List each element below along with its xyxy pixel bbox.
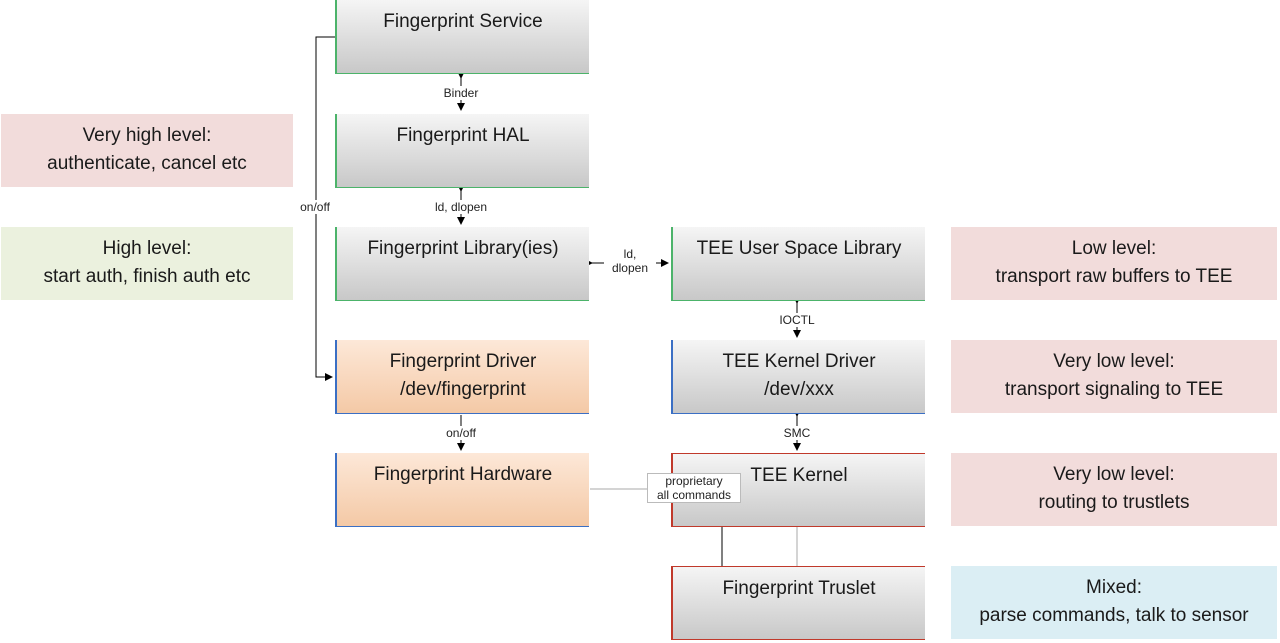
fingerprint-service-box: Fingerprint Service: [335, 0, 589, 74]
fingerprint-driver-label: Fingerprint Driver: [389, 351, 537, 372]
note-very-low-level-routing-title: Very low level:: [1053, 464, 1175, 485]
tee-user-space-library-box: TEE User Space Library: [671, 227, 925, 301]
fingerprint-hal-box: Fingerprint HAL: [335, 114, 589, 188]
note-low-level-desc: transport raw buffers to TEE: [995, 266, 1233, 287]
tee-kernel-driver-box: TEE Kernel Driver /dev/xxx: [671, 340, 925, 414]
ld-dlopen-vertical-label: ld, dlopen: [427, 200, 495, 214]
fingerprint-library-box: Fingerprint Library(ies): [335, 227, 589, 301]
fingerprint-truslet-label: Fingerprint Truslet: [722, 578, 876, 599]
proprietary-label-line1: proprietary: [665, 474, 723, 488]
fingerprint-driver-box: Fingerprint Driver /dev/fingerprint: [335, 340, 589, 414]
tee-kernel-driver-label: TEE Kernel Driver: [722, 351, 876, 372]
fingerprint-service-label: Fingerprint Service: [383, 11, 543, 32]
on-off-driver-label: on/off: [438, 426, 484, 440]
note-very-high-level-title: Very high level:: [82, 125, 212, 146]
note-very-low-level-signaling: Very low level: transport signaling to T…: [951, 340, 1277, 413]
tee-kernel-label: TEE Kernel: [750, 465, 848, 486]
fingerprint-truslet-box: Fingerprint Truslet: [671, 566, 925, 640]
note-very-low-level-routing: Very low level: routing to trustlets: [951, 453, 1277, 526]
ioctl-label: IOCTL: [777, 313, 817, 327]
note-low-level-title: Low level:: [1071, 238, 1157, 259]
on-off-side-label: on/off: [292, 200, 338, 214]
ld-label-line1: ld,: [623, 247, 637, 261]
fingerprint-library-label: Fingerprint Library(ies): [367, 238, 559, 259]
fingerprint-hardware-label: Fingerprint Hardware: [373, 464, 553, 485]
tee-kernel-driver-path: /dev/xxx: [764, 379, 834, 400]
note-very-low-level-routing-desc: routing to trustlets: [1038, 492, 1190, 513]
fingerprint-hal-label: Fingerprint HAL: [396, 125, 530, 146]
tee-user-space-library-label: TEE User Space Library: [696, 238, 902, 259]
note-high-level-desc: start auth, finish auth etc: [43, 266, 251, 287]
fingerprint-driver-path: /dev/fingerprint: [400, 379, 526, 400]
ld-dlopen-horizontal-label: ld, dlopen: [604, 247, 656, 275]
note-very-high-level: Very high level: authenticate, cancel et…: [1, 114, 293, 187]
note-very-high-level-desc: authenticate, cancel etc: [47, 153, 247, 174]
binder-label: Binder: [438, 86, 484, 100]
proprietary-commands-label: proprietary all commands: [647, 473, 741, 503]
note-very-low-level-signaling-desc: transport signaling to TEE: [1004, 379, 1224, 400]
note-high-level-title: High level:: [102, 238, 192, 259]
smc-label: SMC: [780, 426, 814, 440]
note-low-level: Low level: transport raw buffers to TEE: [951, 227, 1277, 300]
note-high-level: High level: start auth, finish auth etc: [1, 227, 293, 300]
note-mixed-title: Mixed:: [1086, 577, 1142, 598]
fingerprint-hardware-box: Fingerprint Hardware: [335, 453, 589, 527]
ld-label-line2: dlopen: [611, 261, 649, 275]
note-very-low-level-signaling-title: Very low level:: [1053, 351, 1175, 372]
note-mixed-desc: parse commands, talk to sensor: [979, 605, 1249, 626]
note-mixed: Mixed: parse commands, talk to sensor: [951, 566, 1277, 639]
proprietary-label-line2: all commands: [656, 488, 732, 502]
